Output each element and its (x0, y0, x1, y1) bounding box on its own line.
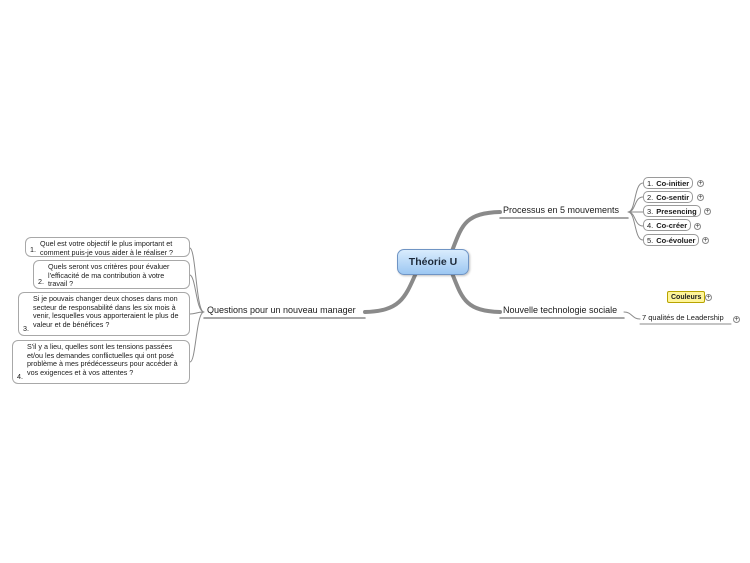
question-text: Quel est votre objectif le plus importan… (40, 239, 174, 257)
subtopic-number: 2. (647, 192, 654, 202)
connector-processus (450, 210, 502, 253)
question-4[interactable]: 4. S'il y a lieu, quelles sont les tensi… (12, 340, 190, 384)
question-3[interactable]: 3. Si je pouvais changer deux choses dan… (18, 292, 190, 336)
subtopic-label: Co-initier (656, 178, 690, 188)
subtopic-co-creer[interactable]: 4. Co-créer (643, 219, 692, 231)
expand-icon[interactable]: + (702, 237, 709, 244)
bracket-questions (189, 247, 205, 363)
question-number: 3. (23, 323, 29, 333)
question-text: Quels seront vos critères pour évaluer l… (48, 262, 170, 288)
central-topic-label: Théorie U (408, 255, 458, 268)
subtopic-co-evoluer[interactable]: 5. Co-évoluer (643, 234, 700, 246)
main-topic-label: Processus en 5 mouvements (503, 205, 620, 215)
subtopic-label: 7 qualités de Leadership (642, 313, 724, 322)
bracket-technologie (623, 311, 641, 320)
subtopic-co-initier[interactable]: 1. Co-initier (643, 177, 694, 189)
expand-icon[interactable]: + (733, 316, 740, 323)
callout-couleurs[interactable]: Couleurs (667, 291, 706, 303)
expand-icon[interactable]: + (697, 194, 704, 201)
subtopic-number: 3. (647, 206, 654, 216)
expand-icon[interactable]: + (705, 294, 712, 301)
main-topic-technologie[interactable]: Nouvelle technologie sociale (500, 305, 620, 315)
subtopic-presencing[interactable]: 3. Presencing (643, 205, 701, 217)
expand-icon[interactable]: + (694, 223, 701, 230)
subtopic-leadership[interactable]: 7 qualités de Leadership (639, 313, 727, 322)
subtopic-number: 1. (647, 178, 654, 188)
question-number: 4. (17, 371, 23, 381)
question-1[interactable]: 1. Quel est votre objectif le plus impor… (25, 237, 190, 257)
subtopic-number: 5. (647, 235, 654, 245)
connector-technologie (450, 271, 502, 314)
main-topic-processus[interactable]: Processus en 5 mouvements (500, 205, 622, 215)
connector-questions (363, 271, 418, 314)
subtopic-number: 4. (647, 220, 654, 230)
subtopic-label: Co-évoluer (656, 235, 696, 245)
question-number: 1. (30, 244, 36, 254)
bracket-processus (627, 182, 644, 241)
main-topic-questions[interactable]: Questions pour un nouveau manager (204, 305, 359, 315)
expand-icon[interactable]: + (697, 180, 704, 187)
question-2[interactable]: 2. Quels seront vos critères pour évalue… (33, 260, 190, 289)
question-text: S'il y a lieu, quelles sont les tensions… (27, 342, 178, 377)
subtopic-label: Co-sentir (656, 192, 690, 202)
main-topic-label: Nouvelle technologie sociale (503, 305, 618, 315)
question-text: Si je pouvais changer deux choses dans m… (33, 294, 179, 329)
question-number: 2. (38, 276, 44, 286)
subtopic-co-sentir[interactable]: 2. Co-sentir (643, 191, 694, 203)
main-topic-label: Questions pour un nouveau manager (207, 305, 356, 315)
subtopic-label: Co-créer (656, 220, 688, 230)
central-topic[interactable]: Théorie U (397, 249, 469, 275)
subtopic-label: Presencing (656, 206, 697, 216)
expand-icon[interactable]: + (704, 208, 711, 215)
callout-label: Couleurs (671, 294, 702, 301)
